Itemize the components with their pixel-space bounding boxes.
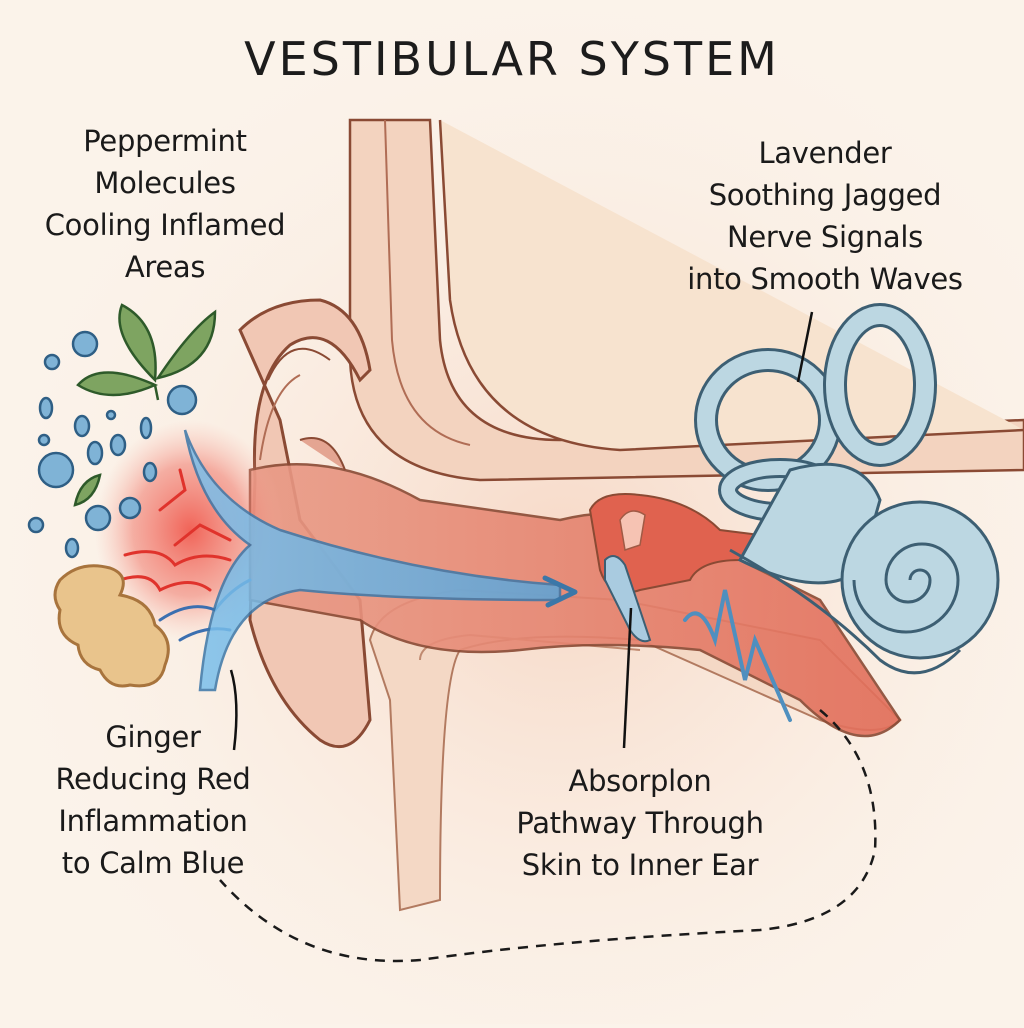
label-lavender: Lavender Soothing Jagged Nerve Signals i… bbox=[687, 136, 963, 296]
dashed-pathway bbox=[219, 709, 877, 963]
ossicle bbox=[619, 510, 646, 551]
diagram-title: VESTIBULAR SYSTEM bbox=[244, 32, 780, 86]
peppermint-molecules bbox=[27, 330, 198, 559]
label-absorption: Absorplon Pathway Through Skin to Inner … bbox=[516, 764, 764, 882]
leader-lines bbox=[229, 311, 814, 751]
arrow-head-icon bbox=[542, 575, 578, 608]
ear-canal bbox=[248, 463, 902, 738]
label-peppermint: Peppermint Molecules Cooling Inflamed Ar… bbox=[44, 124, 286, 284]
label-ginger: Ginger Reducing Red Inflammation to Calm… bbox=[55, 720, 251, 880]
mint-leaf-icon bbox=[73, 303, 217, 507]
eardrum bbox=[604, 555, 652, 643]
inflammation-squiggles bbox=[118, 468, 232, 593]
nerve-signal-wave bbox=[683, 589, 792, 722]
outer-ear bbox=[238, 298, 372, 749]
ginger-root-icon bbox=[53, 564, 170, 688]
inner-ear bbox=[694, 303, 1000, 675]
absorption-stream bbox=[183, 429, 562, 692]
